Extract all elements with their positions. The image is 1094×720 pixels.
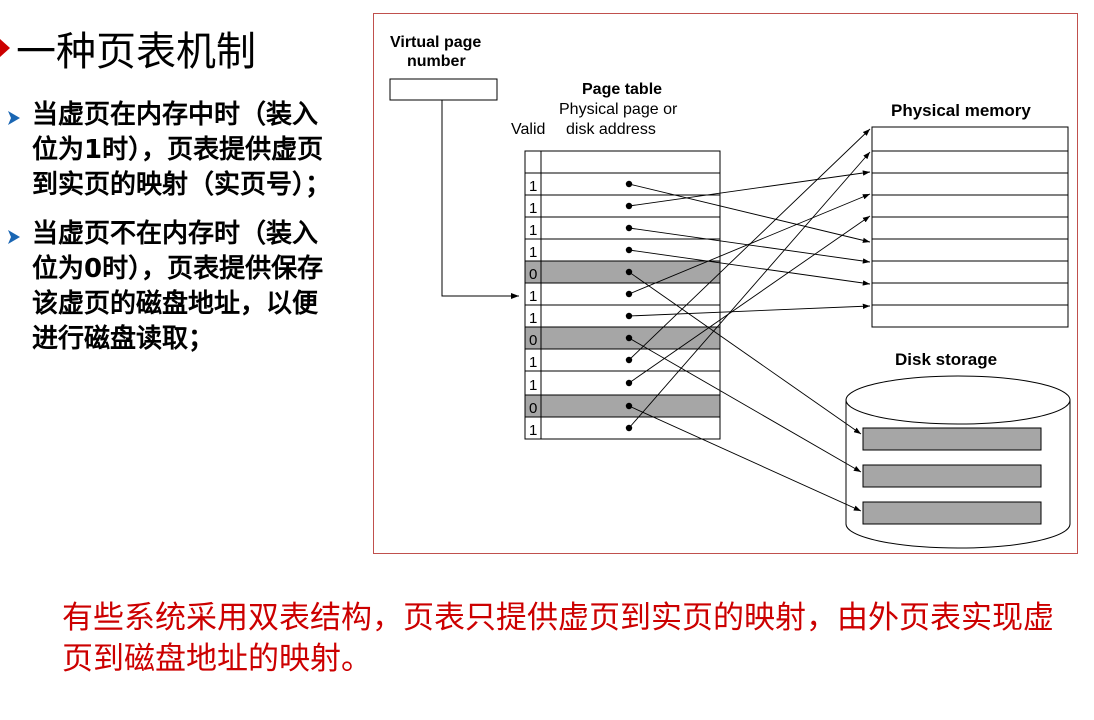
disk-storage — [845, 375, 1071, 549]
physical-memory — [871, 126, 1069, 328]
valid-bit: 0 — [529, 400, 537, 417]
footer-note: 有些系统采用双表结构，页表只提供虚页到实页的映射，由外页表实现虚页到磁盘地址的映… — [62, 600, 1054, 677]
bullet-item: 当虚页在内存中时（装入位为1时），页表提供虚页到实页的映射（实页号）； — [6, 98, 358, 203]
valid-bit: 1 — [529, 377, 537, 394]
mapping-arrow-disk — [628, 405, 862, 512]
virtual-page-label-2: number — [407, 53, 466, 70]
arrow-bullet-icon — [6, 217, 32, 357]
page-table-row-invalid — [525, 327, 720, 349]
mapping-arrow — [628, 215, 871, 384]
bullet-text-not-in-memory: 当虚页不在内存时（装入位为0时），页表提供保存该虚页的磁盘地址，以便进行磁盘读取… — [32, 219, 324, 354]
bullet-item: 当虚页不在内存时（装入位为0时），页表提供保存该虚页的磁盘地址，以便进行磁盘读取… — [6, 217, 358, 357]
valid-bit: 1 — [529, 200, 537, 217]
disk-storage-label: Disk storage — [895, 350, 997, 369]
page-table-subtitle-2: disk address — [566, 121, 656, 138]
valid-bit: 1 — [529, 354, 537, 371]
valid-label: Valid — [511, 121, 545, 138]
disk-block — [862, 427, 1042, 451]
valid-bit: 0 — [529, 266, 537, 283]
slide-title: 一种页表机制 — [0, 18, 256, 78]
page-table-row-invalid — [525, 261, 720, 283]
valid-bit: 1 — [529, 422, 537, 439]
page-table-diagram: Virtual page number Page table Physical … — [373, 13, 1078, 554]
title-bullet-icon — [0, 39, 10, 57]
valid-bit: 1 — [529, 178, 537, 195]
virtual-page-pointer — [441, 100, 519, 299]
page-table-title: Page table — [582, 81, 662, 98]
mapping-arrow — [628, 170, 871, 207]
virtual-page-box — [389, 78, 498, 101]
mapping-arrow — [628, 249, 871, 286]
valid-bit: 1 — [529, 222, 537, 239]
physical-memory-label: Physical memory — [891, 101, 1031, 120]
valid-bit: 1 — [529, 288, 537, 305]
mapping-arrow — [628, 151, 871, 429]
title-text: 一种页表机制 — [16, 29, 256, 75]
mapping-arrow-disk — [628, 271, 862, 435]
bullet-text-in-memory: 当虚页在内存中时（装入位为1时），页表提供虚页到实页的映射（实页号）； — [32, 100, 332, 200]
arrow-bullet-icon — [6, 98, 32, 203]
disk-block — [862, 501, 1042, 525]
mapping-arrow — [628, 183, 871, 243]
mapping-arrow — [628, 128, 871, 361]
page-table-subtitle-1: Physical page or — [559, 101, 678, 118]
mapping-arrows — [628, 128, 871, 512]
valid-bit: 0 — [529, 332, 537, 349]
valid-bit: 1 — [529, 244, 537, 261]
bullet-list: 当虚页在内存中时（装入位为1时），页表提供虚页到实页的映射（实页号）； 当虚页不… — [6, 98, 358, 371]
mapping-arrow-disk — [628, 337, 862, 473]
virtual-page-label-1: Virtual page — [390, 34, 481, 51]
page-table-row-invalid — [525, 395, 720, 417]
disk-block — [862, 464, 1042, 488]
page-table: 1 1 1 1 0 1 1 0 1 1 0 1 — [524, 150, 721, 440]
valid-bit: 1 — [529, 310, 537, 327]
mapping-arrow — [628, 303, 871, 317]
diagram-canvas: Virtual page number Page table Physical … — [389, 34, 1071, 549]
